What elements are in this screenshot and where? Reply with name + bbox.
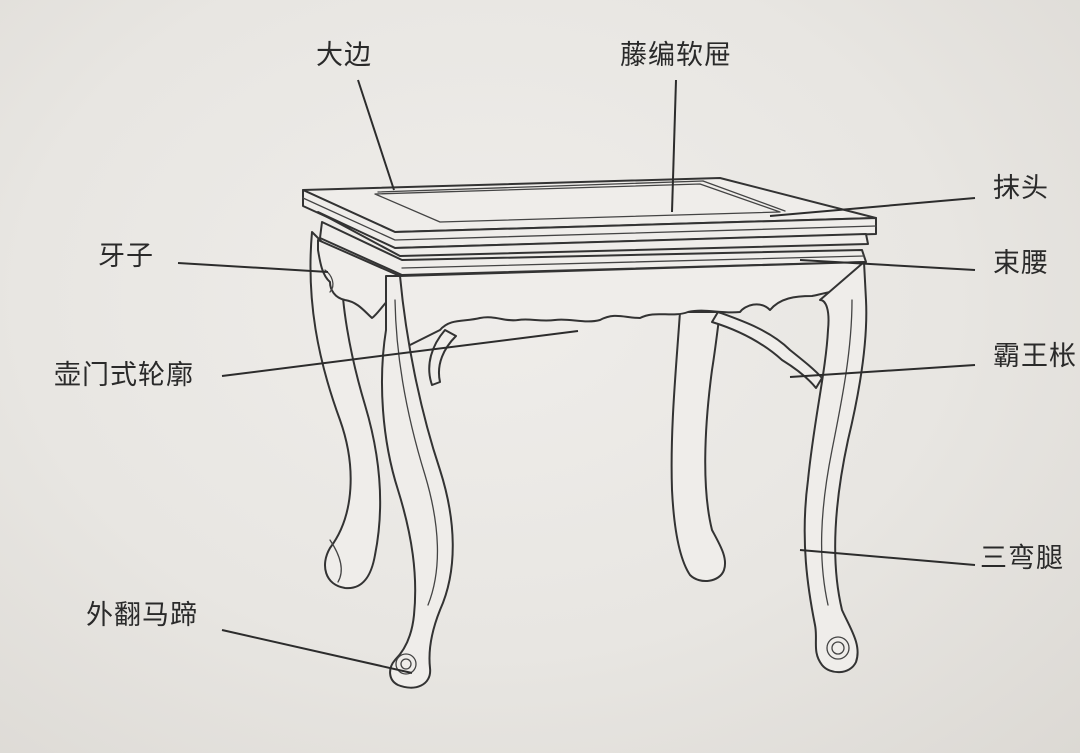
stretcher-left <box>428 329 457 386</box>
label-da-bian: 大边 <box>316 40 372 71</box>
back-left-leg <box>309 231 382 590</box>
back-right-leg <box>670 311 726 582</box>
callout-line-mo-tou <box>769 197 976 217</box>
label-teng-bian-ruan-xi: 藤编软屉 <box>620 40 732 71</box>
front-right-leg <box>803 261 868 674</box>
waist-band <box>319 221 867 276</box>
callout-line-ma-ti <box>221 629 413 674</box>
front-left-leg <box>381 275 454 689</box>
label-ba-wang-cheng: 霸王枨 <box>993 341 1077 372</box>
label-hu-men-shi-lun-kuo: 壶门式轮廓 <box>54 360 194 391</box>
stretcher-right <box>711 311 823 389</box>
callout-line-teng-bian <box>671 79 677 213</box>
callout-line-san-wan <box>799 549 976 566</box>
apron <box>317 239 865 346</box>
callout-lines <box>177 79 976 674</box>
callout-line-ba-wang <box>789 364 976 378</box>
label-mo-tou: 抹头 <box>993 173 1049 204</box>
label-wai-fan-ma-ti: 外翻马蹄 <box>86 600 198 631</box>
callout-line-da-bian <box>357 79 395 191</box>
callout-line-shu-yao <box>799 259 976 271</box>
label-ya-zi: 牙子 <box>98 241 154 272</box>
callout-line-ya-zi <box>177 262 329 273</box>
label-shu-yao: 束腰 <box>993 248 1049 279</box>
label-san-wan-tui: 三弯腿 <box>980 543 1064 574</box>
callout-line-hu-men <box>221 330 579 377</box>
tabletop <box>302 177 877 257</box>
